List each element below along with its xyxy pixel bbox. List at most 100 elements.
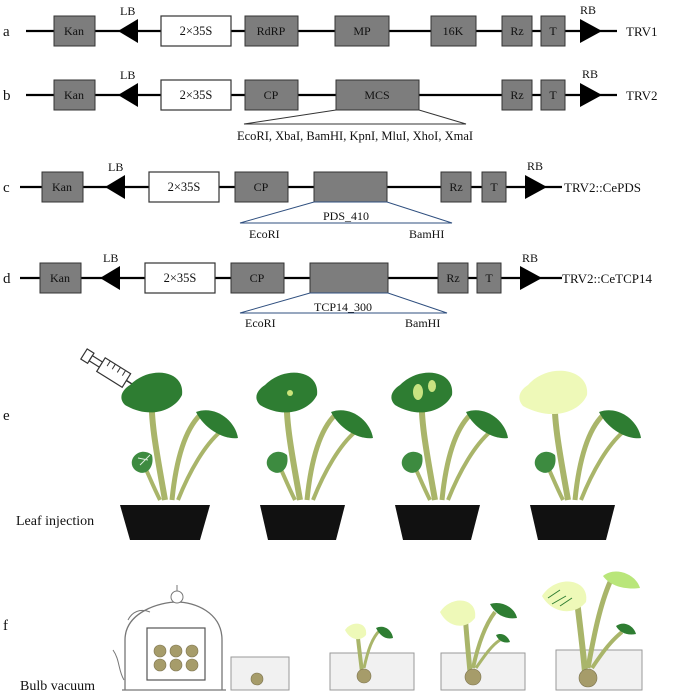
insert-box [313,171,388,203]
kan-label: Kan [52,180,72,194]
plant-f2 [440,600,526,691]
promoter-box [148,171,220,203]
panel-letter-a: a [3,24,10,40]
promoter-box [160,79,232,111]
lb-arrow-icon [105,175,125,199]
pot [530,505,615,540]
mcs-sites-text: EcoRI, XbaI, BamHI, KpnI, MluI, XhoI, Xm… [237,129,473,143]
promoter-box [160,15,232,47]
t-box [540,79,566,111]
lb-label: LB [120,68,135,82]
rz-box [440,171,472,203]
promoter-label: 2×35S [180,88,213,102]
rb-arrow-icon [580,19,602,43]
bulb-container [230,656,290,691]
insert-expansion [239,292,448,314]
panel-letter-f: f [3,618,8,634]
plant-e3 [391,372,508,540]
pot [120,505,210,540]
cp-box [244,79,299,111]
mp-box [334,15,390,47]
tcp-insert-label: TCP14_300 [314,300,372,314]
lb-label: LB [108,160,123,174]
plant-e4 [519,370,641,540]
panel-letter-e: e [3,408,10,424]
t-label: T [490,180,498,194]
rb-label: RB [522,251,538,265]
ecori-label: EcoRI [249,227,280,241]
t-box [540,15,566,47]
construct-name: TRV2 [626,88,657,103]
rz-box [501,15,533,47]
plant-e2 [256,372,373,540]
construct-trv2: b Kan LB 2×35S CP MCS EcoRI, XbaI, BamHI… [3,67,657,143]
mcs-expansion [243,109,467,125]
main-leaf-silenced [519,370,588,415]
lb-arrow-icon [118,19,138,43]
rdrp-box [244,15,299,47]
lb-arrow-icon [100,266,120,290]
ecori-label: EcoRI [245,316,276,330]
kan-box [39,262,82,294]
plant-f1 [329,623,415,691]
plant-f3 [542,571,643,691]
rdrp-label: RdRP [257,24,286,38]
plant-e1 [120,372,238,540]
kan-box [53,15,96,47]
cp-box [234,171,289,203]
mcs-box [335,79,420,111]
construct-trv1: a Kan LB 2×35S RdRP MP 16K Rz T RB TRV1 [3,3,657,47]
t-label: T [549,24,557,38]
rb-label: RB [580,3,596,17]
construct-name: TRV2::CeTCP14 [562,271,652,286]
promoter-label: 2×35S [180,24,213,38]
k16-box [430,15,477,47]
rz-label: Rz [446,271,459,285]
bulb-vacuum-label: Bulb vacuum [20,679,95,694]
kan-box [53,79,96,111]
construct-name: TRV2::CePDS [564,180,641,195]
promoter-box [144,262,216,294]
rz-label: Rz [449,180,462,194]
pds-insert-label: PDS_410 [323,209,369,223]
bamhi-label: BamHI [409,227,444,241]
t-box [476,262,502,294]
panel-letter-d: d [3,271,11,287]
main-leaf [121,372,183,413]
promoter-label: 2×35S [164,271,197,285]
lb-label: LB [103,251,118,265]
pot [260,505,345,540]
syringe-icon [79,348,141,390]
rz-label: Rz [510,88,523,102]
lb-arrow-icon [118,83,138,107]
main-leaf [256,372,318,413]
vacuum-chamber-icon [112,585,226,691]
rb-arrow-icon [580,83,602,107]
rz-label: Rz [510,24,523,38]
t-label: T [549,88,557,102]
kan-label: Kan [64,88,84,102]
panel-letter-b: b [3,88,11,104]
cp-label: CP [250,271,265,285]
rb-arrow-icon [520,266,542,290]
cp-box [230,262,285,294]
cp-label: CP [264,88,279,102]
kan-label: Kan [50,271,70,285]
rb-label: RB [527,159,543,173]
lb-label: LB [120,4,135,18]
pot [395,505,480,540]
cp-label: CP [254,180,269,194]
rb-arrow-icon [525,175,547,199]
construct-trv2-cetcp14: d Kan LB 2×35S CP TCP14_300 EcoRI BamHI … [3,251,652,330]
promoter-label: 2×35S [168,180,201,194]
construct-name: TRV1 [626,24,657,39]
k16-label: 16K [443,24,464,38]
construct-trv2-cepds: c Kan LB 2×35S CP PDS_410 EcoRI BamHI Rz… [3,159,641,241]
mp-label: MP [353,24,371,38]
rb-label: RB [582,67,598,81]
leaf-injection-label: Leaf injection [16,514,94,529]
mcs-label: MCS [364,88,389,102]
insert-expansion [239,201,453,224]
bamhi-label: BamHI [405,316,440,330]
